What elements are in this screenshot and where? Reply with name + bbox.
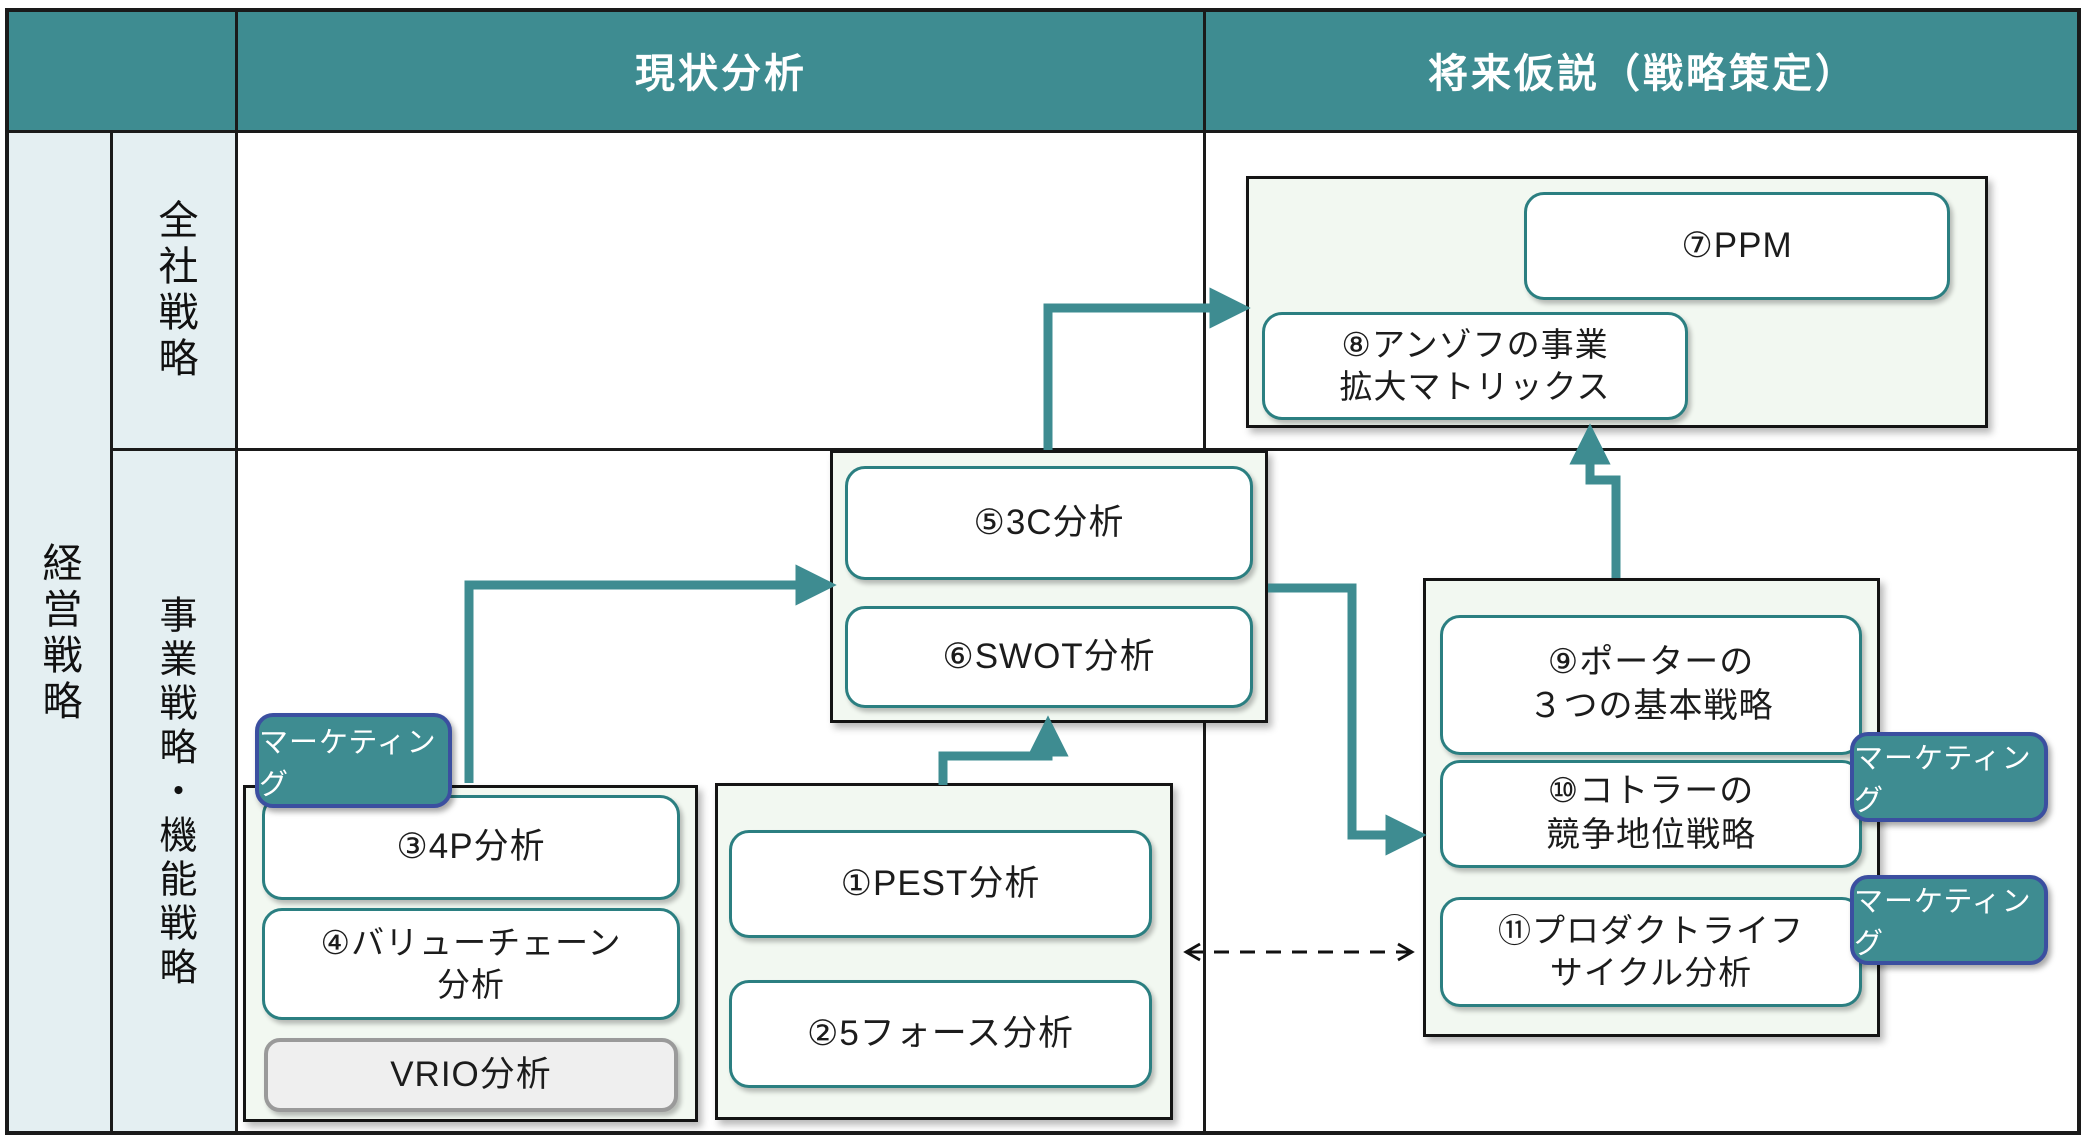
management-strategy-label: 経営戦略 — [36, 541, 81, 726]
box-ppm: ⑦PPM — [1524, 192, 1950, 300]
box-vrio-label: VRIO分析 — [390, 1054, 552, 1094]
box-pest-label: ①PEST分析 — [840, 863, 1041, 903]
box-3c: ⑤3C分析 — [845, 466, 1253, 580]
box-ansoff-line2: 拡大マトリックス — [1339, 368, 1611, 405]
box-ppm-label: ⑦PPM — [1681, 225, 1793, 265]
box-value-chain-line1: ④バリューチェーン — [320, 923, 622, 961]
box-porter-line1: ⑨ポーターの — [1547, 643, 1755, 682]
badge-marketing-kotler: マーケティング — [1850, 732, 2048, 822]
header-future-hypothesis-label: 将来仮説（戦略策定） — [1428, 52, 1858, 96]
arrow-4p-to-3c — [464, 564, 837, 783]
grid-vline-inner-left — [110, 132, 113, 1135]
grid-vline-labels — [235, 8, 238, 1135]
grid-hline-header — [5, 130, 2081, 133]
box-porter: ⑨ポーターの ３つの基本戦略 — [1440, 615, 1862, 755]
row-label-corporate-strategy: 全社戦略 — [112, 132, 237, 450]
box-kotler-line2: 競争地位戦略 — [1546, 816, 1756, 854]
row-label-management-strategy: 経営戦略 — [5, 132, 112, 1135]
box-porter-line2: ３つの基本戦略 — [1528, 687, 1774, 725]
corporate-strategy-label: 全社戦略 — [152, 199, 197, 383]
header-current-analysis-label: 現状分析 — [635, 52, 807, 96]
box-swot-label: ⑥SWOT分析 — [942, 636, 1156, 676]
box-pest: ①PEST分析 — [729, 830, 1152, 938]
box-plc-line2: サイクル分析 — [1549, 954, 1753, 991]
box-swot: ⑥SWOT分析 — [845, 606, 1253, 708]
box-ansoff-line1: ⑧アンゾフの事業 — [1341, 325, 1609, 363]
box-plc: ⑪プロダクトライフ サイクル分析 — [1440, 897, 1862, 1007]
header-future-hypothesis: 将来仮説（戦略策定） — [1205, 8, 2081, 132]
box-five-forces: ②5フォース分析 — [729, 980, 1152, 1088]
header-current-analysis: 現状分析 — [237, 8, 1205, 132]
arrow-swot-to-kotler — [1268, 583, 1427, 856]
box-kotler: ⑩コトラーの 競争地位戦略 — [1440, 760, 1862, 868]
badge-marketing-left-label: マーケティング — [259, 726, 437, 801]
box-plc-line1: ⑪プロダクトライフ — [1498, 911, 1804, 949]
badge-marketing-plc: マーケティング — [1850, 875, 2048, 965]
arrow-strategy-to-ansoff — [1569, 423, 1621, 578]
badge-marketing-left: マーケティング — [255, 713, 452, 808]
badge-marketing-kotler-label: マーケティング — [1854, 743, 2032, 817]
badge-marketing-plc-label: マーケティング — [1854, 886, 2032, 960]
box-4p: ③4P分析 — [262, 795, 680, 900]
box-value-chain-line2: 分析 — [437, 966, 505, 1003]
box-five-forces-label: ②5フォース分析 — [806, 1013, 1075, 1053]
box-3c-label: ⑤3C分析 — [973, 502, 1125, 542]
row-label-business-functional-strategy: 事業戦略・機能戦略 — [112, 450, 237, 1135]
box-kotler-line1: ⑩コトラーの — [1547, 772, 1755, 811]
box-ansoff: ⑧アンゾフの事業 拡大マトリックス — [1262, 312, 1688, 420]
box-4p-label: ③4P分析 — [396, 827, 546, 867]
header-corner-cell — [5, 8, 237, 132]
box-vrio: VRIO分析 — [264, 1038, 678, 1112]
business-functional-strategy-label: 事業戦略・機能戦略 — [153, 594, 195, 991]
box-value-chain: ④バリューチェーン 分析 — [262, 908, 680, 1020]
arrow-pest-to-swot — [938, 715, 1069, 785]
